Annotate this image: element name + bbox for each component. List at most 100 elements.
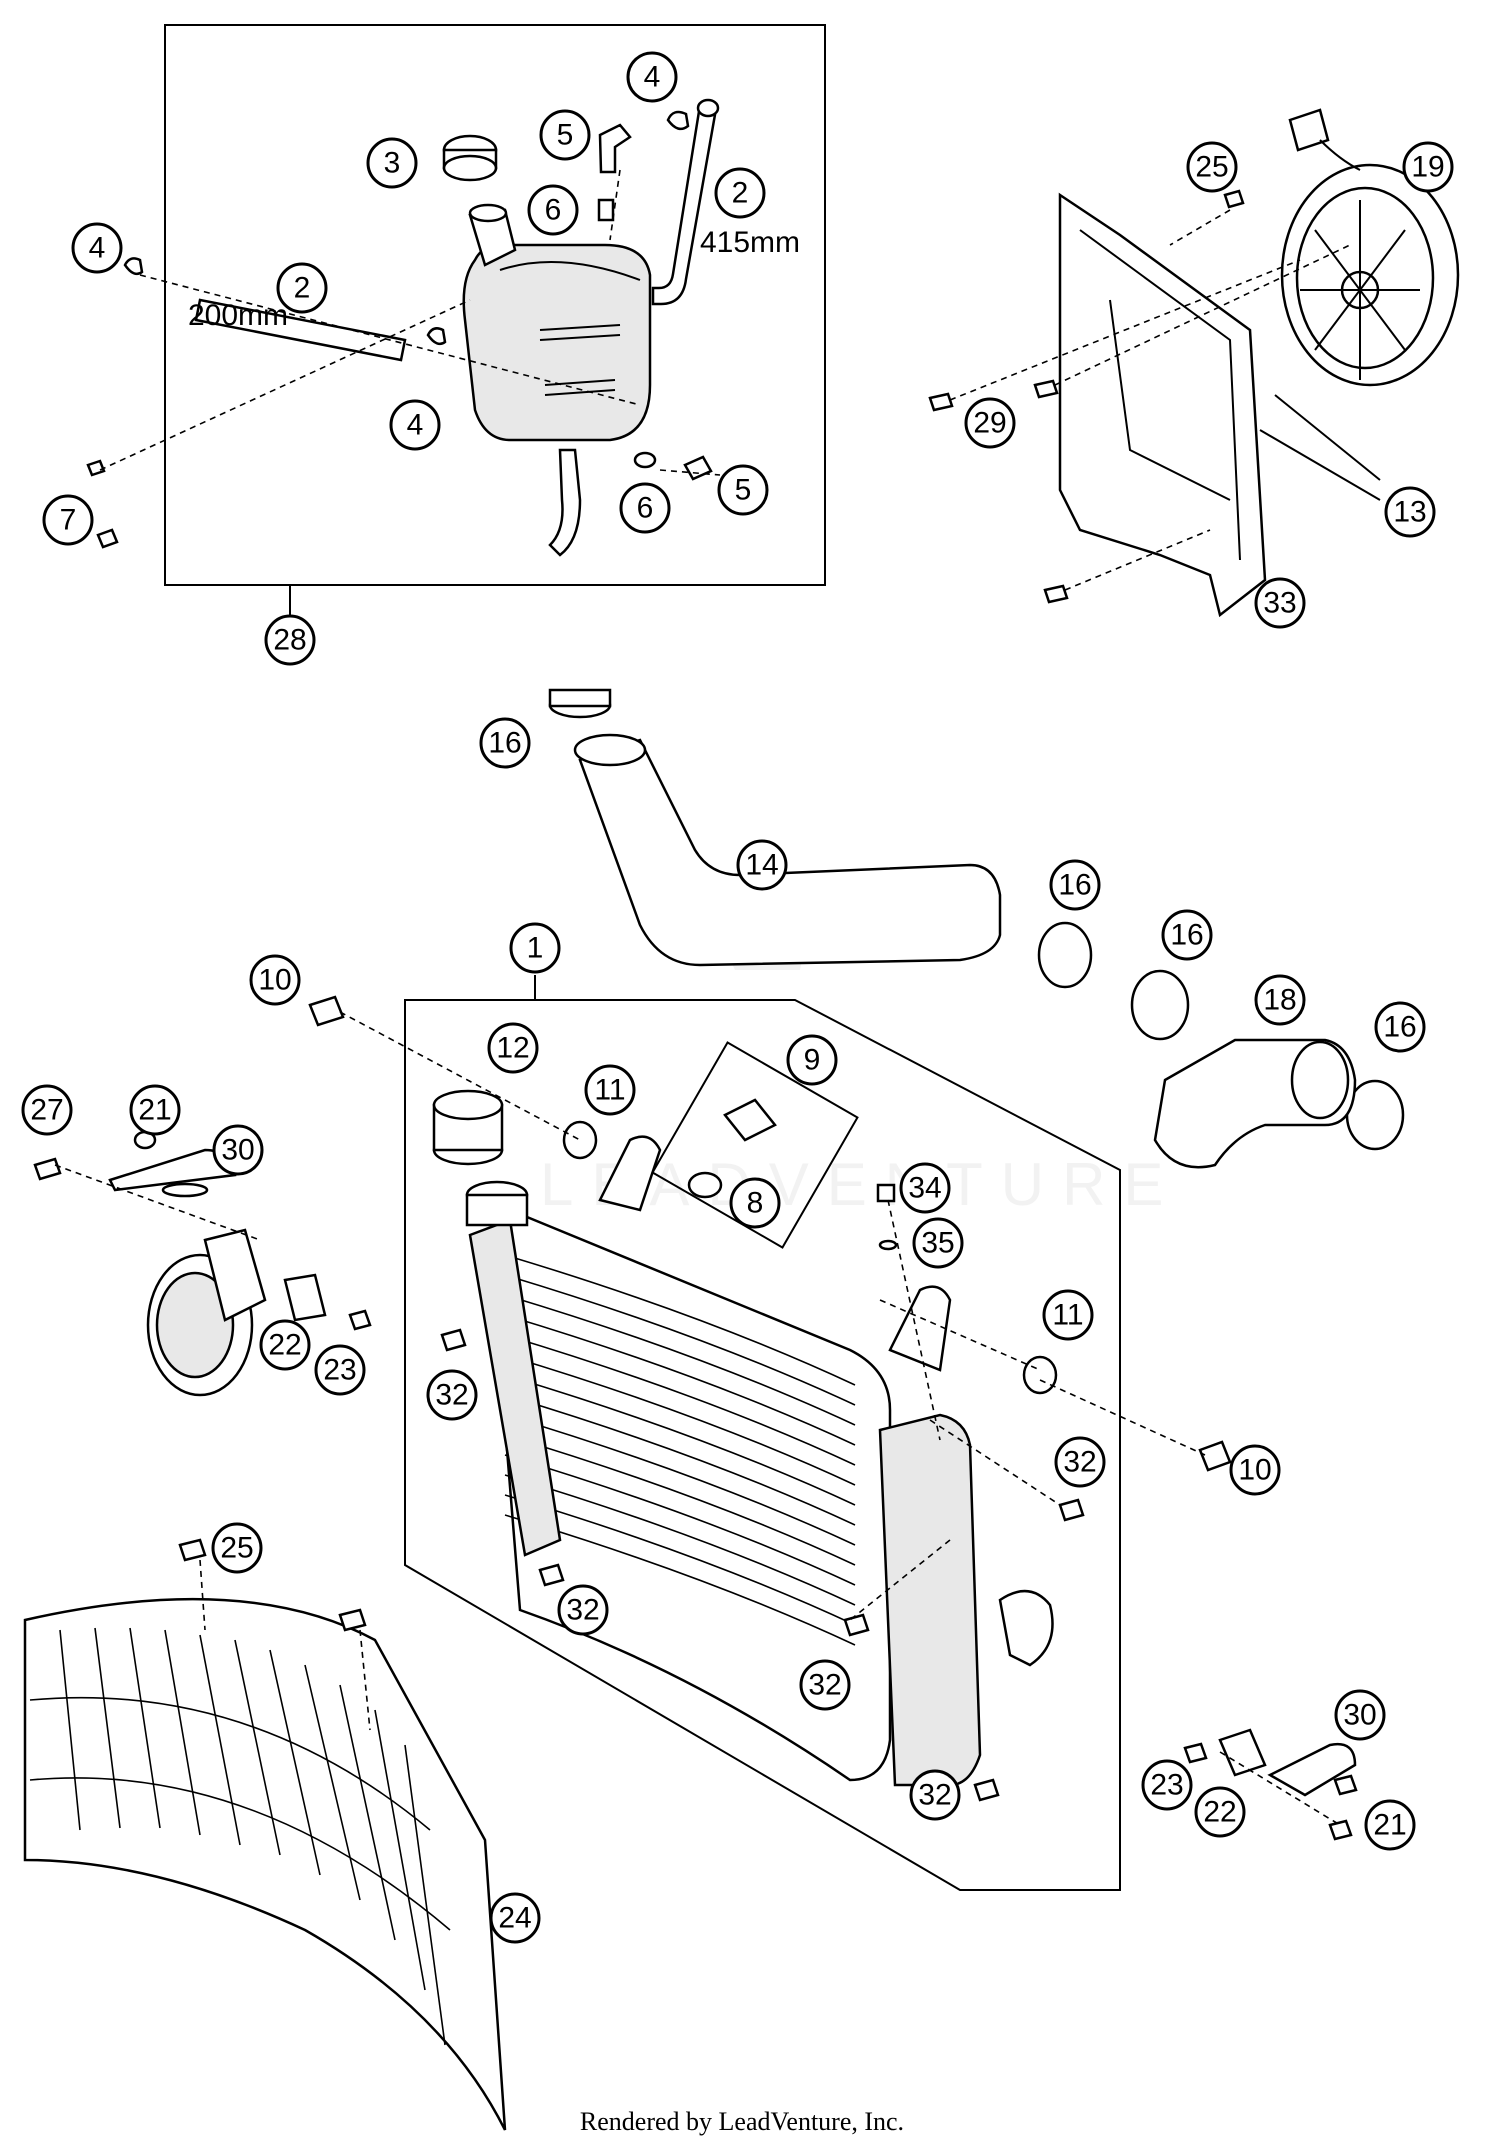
svg-text:2: 2 <box>732 177 749 210</box>
svg-text:10: 10 <box>258 964 291 997</box>
callout-4: 4 <box>626 51 678 103</box>
callout-24: 24 <box>489 1892 541 1944</box>
svg-text:13: 13 <box>1393 496 1426 529</box>
svg-text:16: 16 <box>1170 919 1203 952</box>
svg-text:32: 32 <box>566 1594 599 1627</box>
svg-text:25: 25 <box>220 1532 253 1565</box>
group-frame-1 <box>404 999 1121 1891</box>
svg-text:27: 27 <box>30 1094 63 1127</box>
callout-32: 32 <box>909 1769 961 1821</box>
callout-35: 35 <box>912 1217 964 1269</box>
connector-pipe <box>1153 1038 1357 1169</box>
svg-text:19: 19 <box>1411 151 1444 184</box>
callout-21: 21 <box>1364 1799 1416 1851</box>
horn-assembly <box>33 1130 372 1397</box>
svg-text:33: 33 <box>1263 587 1296 620</box>
callout-2: 2 <box>276 262 328 314</box>
callout-28: 28 <box>264 614 316 666</box>
svg-text:21: 21 <box>1373 1809 1406 1842</box>
svg-text:16: 16 <box>1383 1011 1416 1044</box>
callout-2: 2 <box>714 167 766 219</box>
svg-text:34: 34 <box>908 1172 941 1205</box>
dimension-200mm: 200mm <box>188 299 288 332</box>
callout-32: 32 <box>426 1369 478 1421</box>
callout-16: 16 <box>1049 859 1101 911</box>
radiator-group <box>308 975 1232 1891</box>
svg-text:22: 22 <box>1203 1796 1236 1829</box>
svg-text:12: 12 <box>496 1032 529 1065</box>
svg-text:1: 1 <box>527 932 544 965</box>
svg-text:4: 4 <box>407 409 424 442</box>
svg-text:32: 32 <box>808 1669 841 1702</box>
callout-7: 7 <box>42 494 94 546</box>
callout-32: 32 <box>1054 1436 1106 1488</box>
callout-18: 18 <box>1254 974 1306 1026</box>
footer-credit: Rendered by LeadVenture, Inc. <box>580 2107 904 2136</box>
svg-text:30: 30 <box>221 1134 254 1167</box>
svg-text:32: 32 <box>435 1379 468 1412</box>
svg-text:11: 11 <box>1052 1299 1083 1332</box>
group-frame-28 <box>164 24 826 586</box>
svg-text:29: 29 <box>973 407 1006 440</box>
callout-21: 21 <box>129 1084 181 1136</box>
svg-text:30: 30 <box>1343 1699 1376 1732</box>
callout-6: 6 <box>619 482 671 534</box>
svg-text:24: 24 <box>498 1902 531 1935</box>
callout-32: 32 <box>799 1659 851 1711</box>
radiator-core <box>488 1208 892 1782</box>
callout-16: 16 <box>1374 1001 1426 1053</box>
hose-clamps <box>1037 921 1405 1151</box>
callout-1: 1 <box>509 922 561 974</box>
tank-cap <box>442 134 498 182</box>
callout-6: 6 <box>527 184 579 236</box>
svg-text:6: 6 <box>637 492 654 525</box>
svg-text:4: 4 <box>89 232 106 265</box>
coolant-hose <box>548 688 1002 967</box>
callout-5: 5 <box>717 464 769 516</box>
callout-29: 29 <box>964 397 1016 449</box>
hose-415mm <box>651 103 718 306</box>
svg-text:28: 28 <box>273 624 306 657</box>
radiator-guard <box>23 1538 507 2131</box>
callout-25: 25 <box>1186 141 1238 193</box>
svg-text:32: 32 <box>1063 1446 1096 1479</box>
callout-12: 12 <box>487 1022 539 1074</box>
fan-assembly <box>928 108 1460 618</box>
callout-34: 34 <box>899 1162 951 1214</box>
svg-text:23: 23 <box>1150 1769 1183 1802</box>
callout-23: 23 <box>1141 1759 1193 1811</box>
rubber-mount-assembly <box>1183 1728 1358 1841</box>
fan-shroud <box>1058 192 1267 618</box>
svg-text:23: 23 <box>323 1354 356 1387</box>
callout-11: 11 <box>1042 1289 1094 1341</box>
callout-25: 25 <box>211 1522 263 1574</box>
svg-text:10: 10 <box>1238 1454 1271 1487</box>
callout-9: 9 <box>786 1034 838 1086</box>
svg-text:9: 9 <box>804 1044 821 1077</box>
callout-33: 33 <box>1254 577 1306 629</box>
callout-13: 13 <box>1384 486 1436 538</box>
svg-text:6: 6 <box>545 194 562 227</box>
svg-text:16: 16 <box>1058 869 1091 902</box>
svg-text:7: 7 <box>60 504 77 537</box>
callout-22: 22 <box>259 1319 311 1371</box>
callout-22: 22 <box>1194 1786 1246 1838</box>
svg-text:22: 22 <box>268 1329 301 1362</box>
callout-19: 19 <box>1402 141 1454 193</box>
callout-30: 30 <box>212 1124 264 1176</box>
svg-text:5: 5 <box>735 474 752 507</box>
callout-30: 30 <box>1334 1689 1386 1741</box>
callout-10: 10 <box>249 954 301 1006</box>
svg-text:2: 2 <box>294 272 311 305</box>
callout-3: 3 <box>366 137 418 189</box>
svg-text:16: 16 <box>488 727 521 760</box>
svg-text:5: 5 <box>557 119 574 152</box>
svg-text:35: 35 <box>921 1227 954 1260</box>
fan-motor <box>1280 163 1460 387</box>
svg-text:11: 11 <box>594 1074 625 1107</box>
callout-32: 32 <box>557 1584 609 1636</box>
callout-14: 14 <box>736 839 788 891</box>
svg-text:4: 4 <box>644 61 661 94</box>
svg-text:21: 21 <box>138 1094 171 1127</box>
